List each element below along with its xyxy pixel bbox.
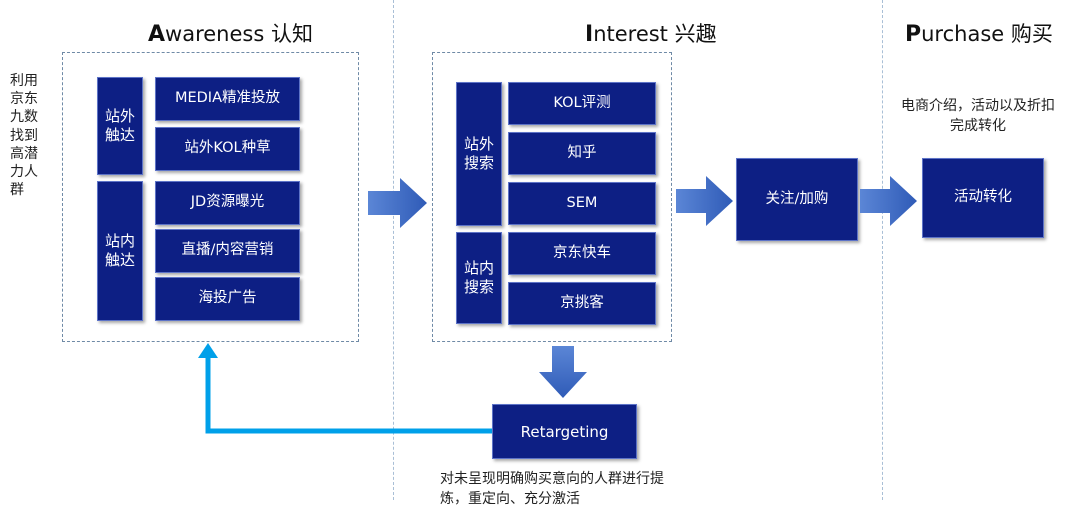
interest-item-jd-picker: 京挑客	[508, 282, 656, 325]
stage-title-awareness-initial: A	[148, 22, 166, 47]
awareness-onsite-group: 站内触达	[97, 181, 143, 321]
interest-onsite-group: 站内搜索	[456, 232, 502, 324]
awareness-item-jd-exposure: JD资源曝光	[155, 181, 300, 225]
conversion-box: 活动转化	[922, 158, 1044, 238]
arrow-interest-to-follow	[676, 176, 733, 226]
stage-title-purchase: Purchase 购买	[905, 18, 1053, 48]
awareness-item-media: MEDIA精准投放	[155, 77, 300, 121]
retargeting-note: 对未呈现明确购买意向的人群进行提炼，重定向、充分激活	[440, 471, 664, 507]
interest-item-sem: SEM	[508, 182, 656, 225]
arrow-follow-to-conversion	[860, 176, 917, 226]
left-note: 利用京东九数找到高潜力人群	[10, 73, 38, 199]
awareness-offsite-group: 站外触达	[97, 77, 143, 175]
stage-title-purchase-rest: urchase 购买	[921, 22, 1053, 46]
stage-title-awareness: Awareness 认知	[148, 18, 313, 48]
retargeting-box: Retargeting	[492, 404, 637, 459]
interest-item-zhihu: 知乎	[508, 132, 656, 175]
awareness-item-ads: 海投广告	[155, 277, 300, 321]
stage-title-awareness-rest: wareness 认知	[165, 22, 313, 46]
awareness-frame	[62, 52, 359, 342]
follow-add-cart-box: 关注/加购	[736, 158, 858, 241]
feedback-path	[205, 356, 492, 434]
stage-title-interest: Interest 兴趣	[585, 18, 717, 48]
feedback-arrowhead	[198, 343, 218, 358]
interest-item-jd-express: 京东快车	[508, 232, 656, 275]
stage-title-interest-rest: nterest 兴趣	[593, 22, 717, 46]
stage-separator-1	[393, 0, 394, 500]
arrow-awareness-to-interest	[368, 178, 427, 228]
awareness-item-live-content: 直播/内容营销	[155, 229, 300, 273]
purchase-note: 电商介绍，活动以及折扣完成转化	[901, 98, 1055, 134]
awareness-item-kol: 站外KOL种草	[155, 127, 300, 171]
stage-separator-2	[882, 0, 883, 500]
arrow-interest-to-retargeting	[539, 346, 587, 398]
stage-title-purchase-initial: P	[905, 22, 922, 47]
interest-offsite-group: 站外搜索	[456, 82, 502, 226]
interest-frame	[432, 52, 672, 342]
stage-title-interest-initial: I	[585, 22, 594, 47]
interest-item-kol-review: KOL评测	[508, 82, 656, 125]
